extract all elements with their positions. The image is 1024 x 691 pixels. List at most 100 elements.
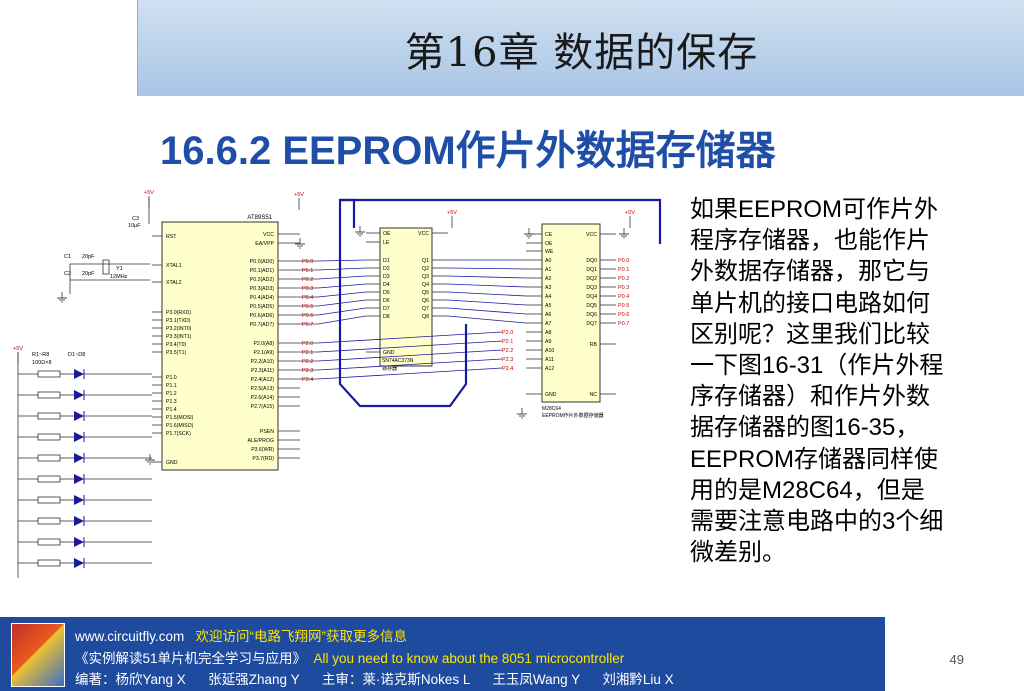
eeprom-left-pin: A1 <box>545 267 551 273</box>
eeprom-left-pin: A2 <box>545 276 551 282</box>
eeprom-right-pin: VCC <box>586 232 597 238</box>
wire <box>317 340 503 353</box>
mcu-right-pin: P3.6(WR) <box>251 447 274 453</box>
latch-left-pin: D7 <box>383 306 390 312</box>
latch-left-pin: D2 <box>383 266 390 272</box>
mcu-right-pin: P0.6(AD6) <box>250 313 274 319</box>
latch-right-pin: Q3 <box>422 274 429 280</box>
net-label-p2: P2.3 <box>302 368 313 374</box>
resistor <box>37 454 61 462</box>
eeprom-right-pin: DQ3 <box>586 285 597 291</box>
eeprom-left-pin: A5 <box>545 303 551 309</box>
latch-left-pin: LE <box>383 240 390 246</box>
eeprom-left-pin: A9 <box>545 339 551 345</box>
latch-right-pin: Q5 <box>422 290 429 296</box>
mcu-right-pin: P2.7(A15) <box>251 404 275 410</box>
eeprom-right-pin: DQ5 <box>586 303 597 309</box>
footer-bar <box>0 617 1024 691</box>
net-label-dq: P0.0 <box>618 258 629 264</box>
mcu-left-pin: P3.0(RXD) <box>166 310 191 316</box>
mcu-right-pin: P2.0(A8) <box>254 341 275 347</box>
authors-text: 编著：杨欣Yang X 张延强Zhang Y 主审：莱·诺克斯Nokes L 王… <box>75 672 674 687</box>
vcc-label: +5V <box>447 210 457 216</box>
led-diode <box>74 369 84 379</box>
wire <box>447 267 527 270</box>
mcu-left-pin: P3.4(T0) <box>166 342 186 348</box>
title-bar: 第16章 数据的保存 <box>137 0 1024 96</box>
wire <box>317 275 367 280</box>
eeprom-left-pin: A4 <box>545 294 551 300</box>
latch-left-pin: D5 <box>383 290 390 296</box>
net-label-p0: P0.2 <box>302 277 313 283</box>
wire <box>317 299 367 307</box>
resistor <box>37 517 61 525</box>
c1-label: C1 <box>64 254 71 260</box>
wire <box>317 315 367 325</box>
promo-text: 欢迎访问“电路飞翔网”获取更多信息 <box>195 629 408 644</box>
wire <box>317 267 367 271</box>
latch-right-pin: Q4 <box>422 282 429 288</box>
c3-value: 10μF <box>128 223 141 229</box>
mcu-left-pin: P1.3 <box>166 399 177 405</box>
net-label-dq: P0.1 <box>618 267 629 273</box>
mcu-right-pin: P0.7(AD7) <box>250 322 274 328</box>
mcu-right-pin: P2.2(A10) <box>251 359 275 365</box>
eeprom-right-pin: DQ2 <box>586 276 597 282</box>
eeprom-left-pin: A0 <box>545 258 551 264</box>
mcu-left-pin: P3.2(INT0) <box>166 326 192 332</box>
net-label-a: P2.0 <box>502 330 513 336</box>
vcc-label: +5V <box>294 192 304 198</box>
footer-line-2: 《实例解读51单片机完全学习与应用》 All you need to know … <box>75 647 624 667</box>
eeprom-left-pin: CE <box>545 232 553 238</box>
mcu-left-pin: P1.1 <box>166 383 177 389</box>
mcu-right-pin: ALE/PROG <box>247 438 274 444</box>
body-line: 一下图16-31（作片外程 <box>690 352 944 380</box>
eeprom-left-pin: OE <box>545 241 553 247</box>
resistor <box>37 559 61 567</box>
xtal-value: 12MHz <box>110 274 128 280</box>
led-diode <box>74 537 84 547</box>
wire <box>317 349 503 362</box>
wire <box>317 307 367 316</box>
mcu-right-pin: P0.3(AD3) <box>250 286 274 292</box>
eeprom-right-pin: DQ4 <box>586 294 597 300</box>
latch-left-pin: D6 <box>383 298 390 304</box>
body-line: 据存储器的图16-35， <box>690 414 920 442</box>
mcu-left-pin: RST <box>166 234 177 240</box>
latch-left-pin: D3 <box>383 274 390 280</box>
website-link[interactable]: www.circuitfly.com <box>75 629 185 644</box>
wire <box>317 331 503 344</box>
resistor <box>37 475 61 483</box>
wire <box>447 315 527 324</box>
footer-line-3: 编著：杨欣Yang X 张延强Zhang Y 主审：莱·诺克斯Nokes L 王… <box>75 668 674 688</box>
led-diode <box>74 390 84 400</box>
mcu-right-pin: EA/VPP <box>255 241 274 247</box>
eeprom-left-pin: A10 <box>545 348 554 354</box>
res-value: 100Ω×8 <box>32 360 52 366</box>
circuit-schematic: AT89S51RSTXTAL1XTAL2P3.0(RXD)P3.1(TXD)P3… <box>13 190 662 578</box>
net-label-p0: P0.5 <box>302 304 313 310</box>
book-cover-image <box>11 623 65 687</box>
eeprom-left-pin: A8 <box>545 330 551 336</box>
net-label-dq: P0.6 <box>618 312 629 318</box>
eeprom-right-pin: RB <box>590 342 598 348</box>
mcu-left-pin: P3.3(INT1) <box>166 334 192 340</box>
net-label-a: P2.4 <box>502 366 513 372</box>
eeprom-right-pin: DQ7 <box>586 321 597 327</box>
mcu-right-pin: P2.1(A9) <box>254 350 275 356</box>
latch-right-pin: Q7 <box>422 306 429 312</box>
wire <box>447 307 527 315</box>
mcu-right-pin: P0.1(AD1) <box>250 268 274 274</box>
cap-value: 20pF <box>82 271 95 277</box>
led-diode <box>74 474 84 484</box>
net-label-dq: P0.4 <box>618 294 629 300</box>
net-label-p0: P0.1 <box>302 268 313 274</box>
led-label: D1~D8 <box>68 352 85 358</box>
net-label-p0: P0.7 <box>302 322 313 328</box>
resistor <box>37 496 61 504</box>
latch-left-pin: D4 <box>383 282 390 288</box>
book-title-en: All you need to know about the 8051 micr… <box>313 651 625 666</box>
latch-sub: 锁存器 <box>382 365 397 372</box>
net-label-dq: P0.2 <box>618 276 629 282</box>
mcu-right-pin: PSEN <box>260 429 274 435</box>
